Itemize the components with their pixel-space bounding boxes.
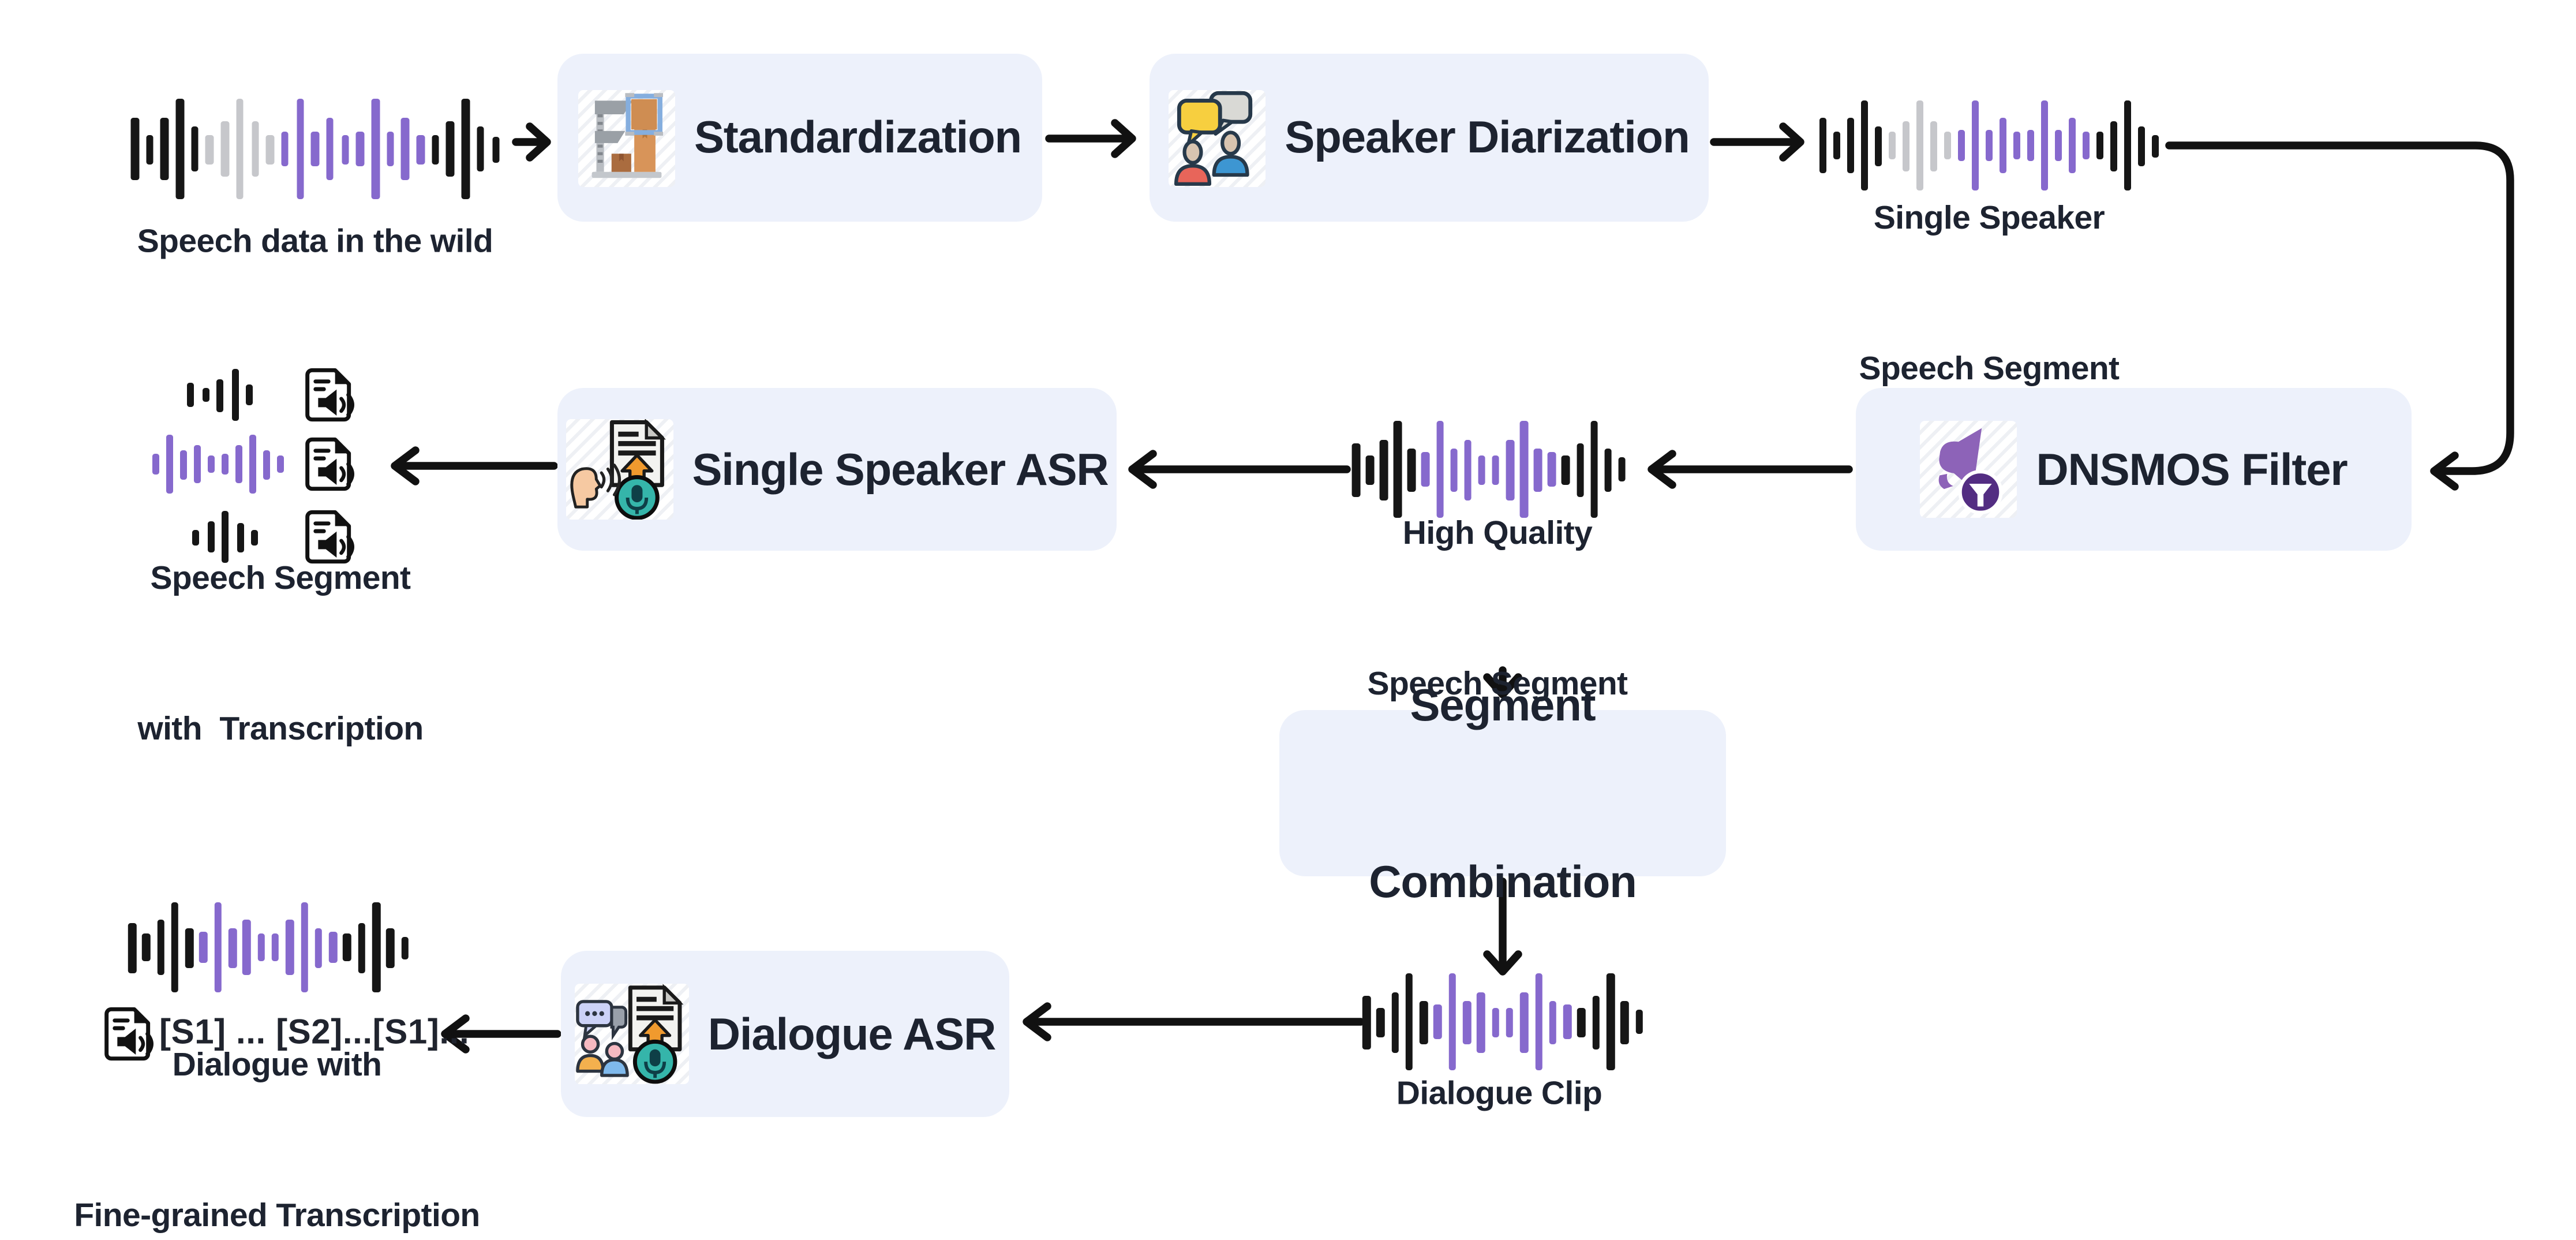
node-segment-combination-label: Segment Combination — [1369, 679, 1637, 907]
speaker-diarization-icon — [1169, 89, 1266, 186]
standardization-icon — [578, 89, 675, 186]
label-high-quality-segment: High Quality Speech Segment — [1367, 516, 1628, 703]
waveform-transcribed-1 — [187, 369, 253, 421]
waveform-transcribed-2 — [152, 435, 284, 494]
waveform-high-quality-segment — [1351, 421, 1626, 518]
node-standardization: Standardization — [557, 54, 1042, 222]
label-single-speaker-segment: Single Speaker Speech Segment — [1859, 201, 2120, 388]
node-single-speaker-asr-label: Single Speaker ASR — [692, 442, 1109, 495]
node-standardization-label: Standardization — [694, 111, 1022, 163]
node-single-speaker-asr: Single Speaker ASR — [557, 388, 1117, 551]
node-speaker-diarization-label: Speaker Diarization — [1285, 111, 1690, 163]
node-dnsmos-filter-label: DNSMOS Filter — [2036, 442, 2347, 495]
waveform-dialogue-clip — [1362, 973, 1643, 1070]
waveform-speech-data-wild — [130, 99, 500, 199]
node-segment-combination: Segment Combination — [1279, 679, 1726, 907]
waveform-dialogue-output — [128, 902, 409, 992]
node-dnsmos-filter: DNSMOS Filter — [1856, 388, 2412, 551]
dnsmos-filter-icon — [1920, 421, 2017, 518]
label-transcription-group: Speech Segment with Transcription — [137, 561, 424, 748]
dialogue-asr-icon — [574, 984, 689, 1084]
dialogue-transcript-sample: [S1] ... [S2]...[S1]... — [159, 1014, 470, 1052]
audio-file-icon-1 — [301, 364, 357, 426]
label-dialogue-clip: Dialogue Clip — [1396, 1076, 1602, 1113]
node-speaker-diarization: Speaker Diarization — [1150, 54, 1709, 222]
waveform-single-speaker-segment — [1819, 100, 2159, 191]
waveform-transcribed-3 — [192, 511, 258, 563]
node-dialogue-asr-label: Dialogue ASR — [707, 1007, 997, 1059]
label-dialogue-output: Dialogue with Fine-grained Transcription — [74, 1048, 480, 1235]
single-speaker-asr-icon — [566, 419, 673, 520]
node-dialogue-asr: Dialogue ASR — [561, 951, 1009, 1117]
label-speech-data-wild: Speech data in the wild — [137, 224, 493, 261]
